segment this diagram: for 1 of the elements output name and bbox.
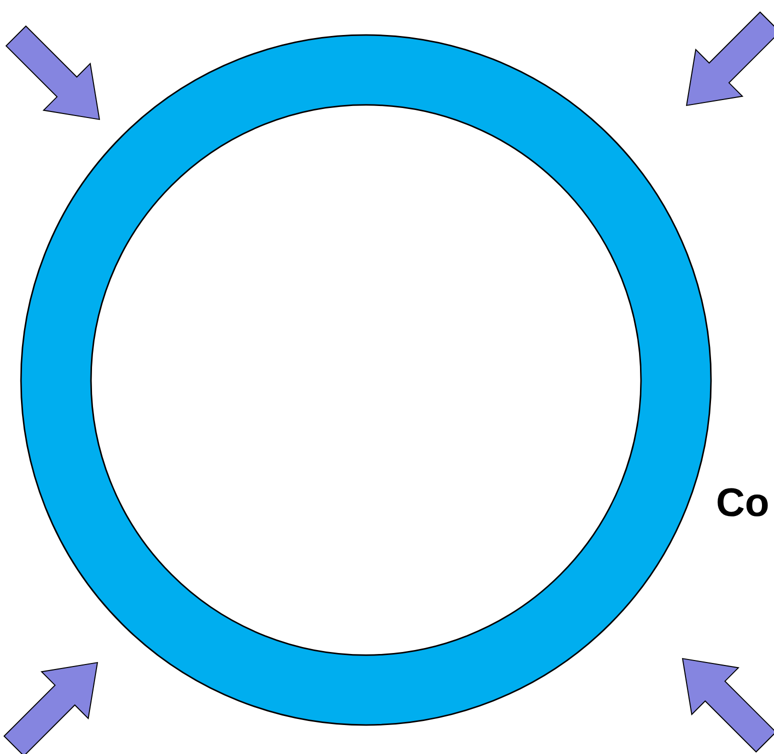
- label-text: Co: [716, 480, 770, 526]
